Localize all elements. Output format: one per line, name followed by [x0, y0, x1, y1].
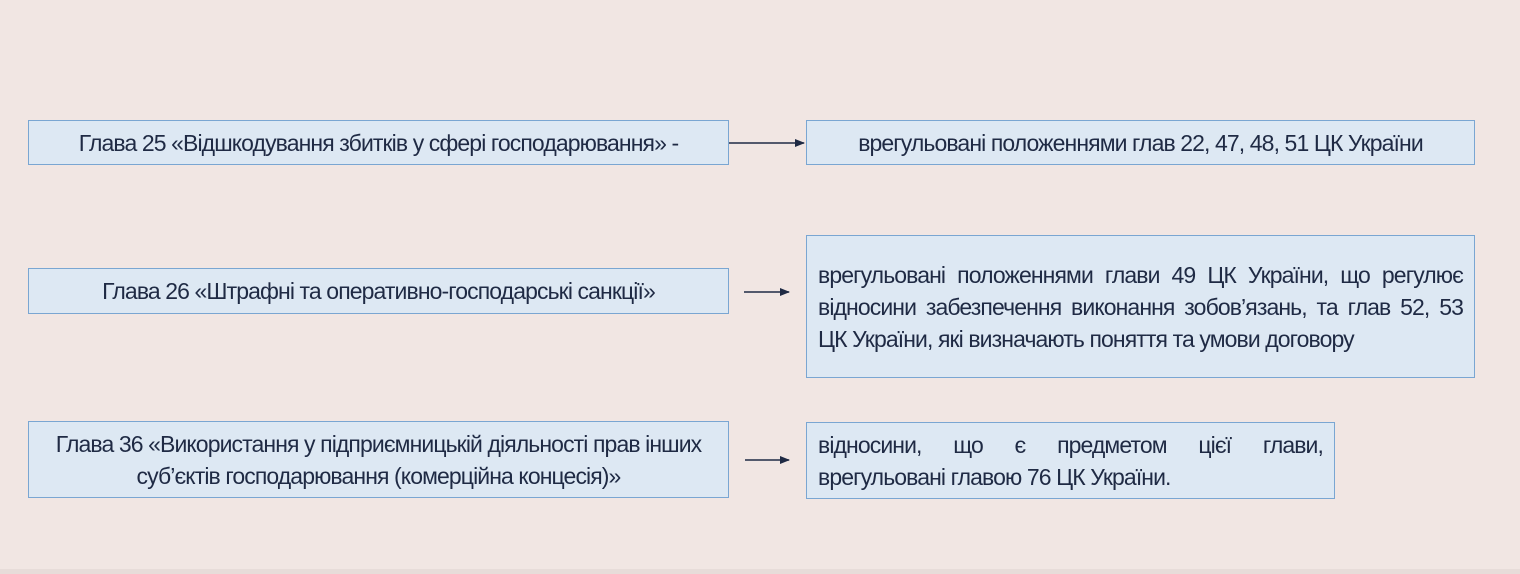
chapter-26-box: Глава 26 «Штрафні та оперативно-господар…	[28, 268, 729, 314]
chapter-26-regulation-box: врегульовані положеннями глави 49 ЦК Укр…	[806, 235, 1475, 378]
chapter-25-box: Глава 25 «Відшкодування збитків у сфері …	[28, 120, 729, 165]
chapter-26-text: Глава 26 «Штрафні та оперативно-господар…	[102, 278, 656, 304]
bottom-edge-strip	[0, 569, 1520, 574]
chapter-36-box: Глава 36 «Використання у підприємницькій…	[28, 421, 729, 498]
chapter-25-regulation-text: врегульовані положеннями глав 22, 47, 48…	[858, 129, 1424, 156]
chapter-36-regulation-text: відносини, що є предметом цієї глави, вр…	[818, 431, 1324, 490]
chapter-26-regulation-text: врегульовані положеннями глави 49 ЦК Укр…	[818, 261, 1464, 352]
chapter-36-text: Глава 36 «Використання у підприємницькій…	[55, 430, 702, 489]
chapter-25-text: Глава 25 «Відшкодування збитків у сфері …	[78, 129, 679, 156]
chapter-36-regulation-box: відносини, що є предметом цієї глави, вр…	[806, 422, 1335, 499]
chapter-25-regulation-box: врегульовані положеннями глав 22, 47, 48…	[806, 120, 1475, 165]
